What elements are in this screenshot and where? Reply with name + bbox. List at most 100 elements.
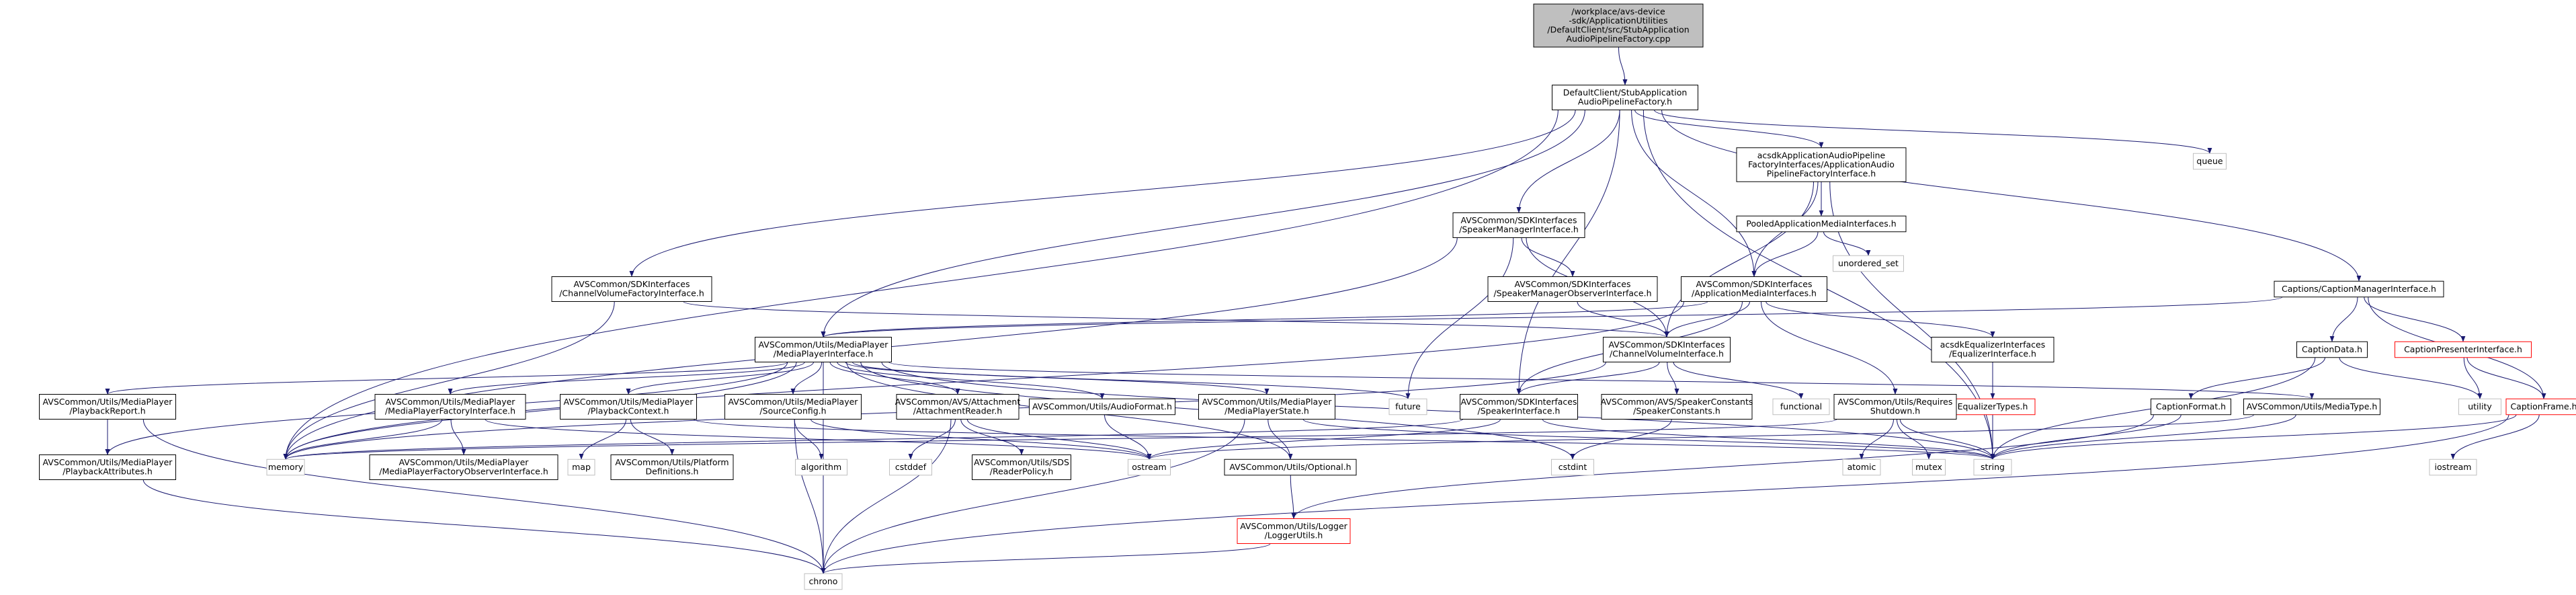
node-label-line: /MediaPlayerFactoryInterface.h (385, 406, 515, 416)
node-box (1833, 255, 1904, 272)
node-eq-iface[interactable]: acsdkEqualizerInterfaces/EqualizerInterf… (1931, 337, 2054, 362)
edge-speaker-iface-to-memory (284, 419, 1463, 460)
edge-media-player-to-mp-factory (448, 362, 805, 395)
node-label-line: AVSCommon/Utils/MediaPlayer (43, 457, 173, 467)
node-eq-types[interactable]: EqualizerTypes.h (1950, 398, 2036, 415)
edge-acsdk-pipeline-to-ch-vol (1664, 182, 1814, 338)
node-label-line: AVSCommon/AVS/SpeakerConstants (1601, 397, 1753, 407)
node-spk-constants[interactable]: AVSCommon/AVS/SpeakerConstants/SpeakerCo… (1601, 394, 1753, 420)
node-label-line: chrono (809, 576, 838, 586)
node-label-line: Definitions.h (646, 467, 699, 477)
node-box (2151, 398, 2231, 415)
node-label-line: CaptionPresenterInterface.h (2404, 344, 2522, 354)
edge-stub-h-to-queue (1654, 110, 2212, 154)
node-label-line: Captions/CaptionManagerInterface.h (2282, 284, 2436, 294)
node-label-line: -sdk/ApplicationUtilities (1569, 15, 1667, 26)
node-queue: queue (2193, 153, 2227, 170)
node-optional[interactable]: AVSCommon/Utils/Optional.h (1224, 459, 1357, 476)
node-label-line: map (572, 462, 591, 472)
edge-mp-state-to-chrono (821, 419, 1245, 574)
node-caption-presenter[interactable]: CaptionPresenterInterface.h (2395, 341, 2532, 358)
node-box (1912, 459, 1946, 476)
edge-caption-frame-to-iostream (2450, 414, 2540, 460)
node-media-player[interactable]: AVSCommon/Utils/MediaPlayer/MediaPlayerI… (755, 337, 892, 362)
node-speaker-iface[interactable]: AVSCommon/SDKInterfaces/SpeakerInterface… (1460, 394, 1578, 420)
node-label-line: AVSCommon/Utils/MediaPlayer (43, 397, 173, 407)
node-mp-state[interactable]: AVSCommon/Utils/MediaPlayer/MediaPlayerS… (1198, 394, 1335, 420)
nodes-layer: /workplace/avs-device-sdk/ApplicationUti… (39, 3, 2576, 590)
edge-attach-reader-to-cstddef (908, 419, 956, 460)
node-label-line: /PlaybackReport.h (69, 406, 145, 416)
node-label-line: AVSCommon/SDKInterfaces (1461, 215, 1577, 225)
node-label-line: /ChannelVolumeFactoryInterface.h (559, 288, 704, 299)
node-ch-vol[interactable]: AVSCommon/SDKInterfaces/ChannelVolumeInt… (1603, 337, 1731, 362)
edge-caption-frame-to-chrono (821, 414, 2509, 574)
edge-media-type-to-ostream (1147, 414, 2254, 460)
node-label-line: DefaultClient/StubApplication (1563, 87, 1688, 97)
node-label-line: CaptionFormat.h (2156, 401, 2226, 411)
node-label-line: AVSCommon/Utils/MediaPlayer (399, 457, 530, 467)
node-label-line: acsdkApplicationAudioPipeline (1757, 150, 1886, 160)
node-source-cfg[interactable]: AVSCommon/Utils/MediaPlayer/SourceConfig… (724, 394, 862, 420)
node-label-line: PipelineFactoryInterface.h (1767, 168, 1876, 178)
node-mp-factory-obs[interactable]: AVSCommon/Utils/MediaPlayer/MediaPlayerF… (369, 454, 558, 480)
node-audio-format[interactable]: AVSCommon/Utils/AudioFormat.h (1029, 398, 1175, 415)
node-box (795, 459, 847, 476)
node-acsdk-pipeline[interactable]: acsdkApplicationAudioPipelineFactoryInte… (1736, 147, 1907, 182)
node-label-line: /workplace/avs-device (1571, 7, 1665, 17)
edge-req-shutdown-to-mutex (1897, 419, 1931, 460)
node-label-line: AVSCommon/SDKInterfaces (1696, 279, 1813, 289)
node-playback-ctx[interactable]: AVSCommon/Utils/MediaPlayer/PlaybackCont… (560, 394, 697, 420)
edge-media-player-to-audio-format (837, 362, 1105, 399)
node-box (1029, 398, 1175, 415)
edge-app-media-to-eq-iface (1765, 301, 1995, 338)
edge-playback-ctx-to-map (579, 419, 626, 460)
node-label-line: /SpeakerManagerInterface.h (1459, 225, 1579, 235)
node-caption-data[interactable]: CaptionData.h (2296, 341, 2368, 358)
node-box (2296, 341, 2368, 358)
node-caption-format[interactable]: CaptionFormat.h (2151, 398, 2231, 415)
node-reader-policy[interactable]: AVSCommon/Utils/SDS/ReaderPolicy.h (972, 454, 1071, 480)
node-ch-vol-factory[interactable]: AVSCommon/SDKInterfaces/ChannelVolumeFac… (551, 276, 712, 302)
node-caption-frame[interactable]: CaptionFrame.h (2505, 398, 2576, 415)
edge-media-player-to-attach-reader (829, 362, 960, 395)
node-box (1224, 459, 1357, 476)
edge-source-cfg-to-chrono (794, 419, 826, 574)
node-box (1552, 85, 1698, 110)
node-functional: functional (1772, 398, 1830, 415)
node-speaker-mgr[interactable]: AVSCommon/SDKInterfaces/SpeakerManagerIn… (1452, 212, 1585, 238)
node-logger-utils[interactable]: AVSCommon/Utils/Logger/LoggerUtils.h (1237, 518, 1351, 544)
node-label-line: PooledApplicationMediaInterfaces.h (1746, 219, 1896, 229)
node-box (1452, 212, 1585, 238)
node-media-type[interactable]: AVSCommon/Utils/MediaType.h (2243, 398, 2380, 415)
node-box (610, 454, 734, 480)
edge-media-player-to-future (852, 362, 1411, 399)
edge-caption-presenter-to-caption-frame (2466, 357, 2546, 399)
edge-mp-factory-to-memory (283, 419, 443, 460)
edge-app-media-to-memory (283, 301, 1684, 460)
edge-media-player-to-playback-report (105, 362, 788, 395)
node-playback-attr[interactable]: AVSCommon/Utils/MediaPlayer/PlaybackAttr… (39, 454, 176, 480)
node-label-line: /PlaybackContext.h (588, 406, 669, 416)
node-pooled[interactable]: PooledApplicationMediaInterfaces.h (1736, 215, 1907, 233)
node-app-media[interactable]: AVSCommon/SDKInterfaces/ApplicationMedia… (1681, 276, 1827, 302)
edges-layer (105, 46, 2546, 574)
node-label-line: AVSCommon/Utils/SDS (974, 457, 1069, 467)
node-box (1681, 276, 1827, 302)
node-mp-factory[interactable]: AVSCommon/Utils/MediaPlayer/MediaPlayerF… (374, 394, 526, 420)
node-spk-mgr-obs[interactable]: AVSCommon/SDKInterfaces/SpeakerManagerOb… (1487, 276, 1658, 302)
edge-media-type-to-string (1990, 414, 2296, 460)
edge-ch-vol-to-spk-constants (1667, 362, 1679, 395)
node-label-line: /ReaderPolicy.h (990, 467, 1054, 477)
node-root[interactable]: /workplace/avs-device-sdk/ApplicationUti… (1533, 3, 1704, 48)
edge-caption-mgr-to-caption-presenter (2364, 296, 2466, 342)
node-caption-mgr[interactable]: Captions/CaptionManagerInterface.h (2274, 280, 2444, 298)
node-playback-report[interactable]: AVSCommon/Utils/MediaPlayer/PlaybackRepo… (39, 394, 176, 420)
node-algorithm: algorithm (795, 459, 847, 476)
node-stub-h[interactable]: DefaultClient/StubApplicationAudioPipeli… (1552, 85, 1698, 110)
node-map: map (567, 459, 595, 476)
node-attach-reader[interactable]: AVSCommon/AVS/Attachment/AttachmentReade… (895, 394, 1021, 420)
